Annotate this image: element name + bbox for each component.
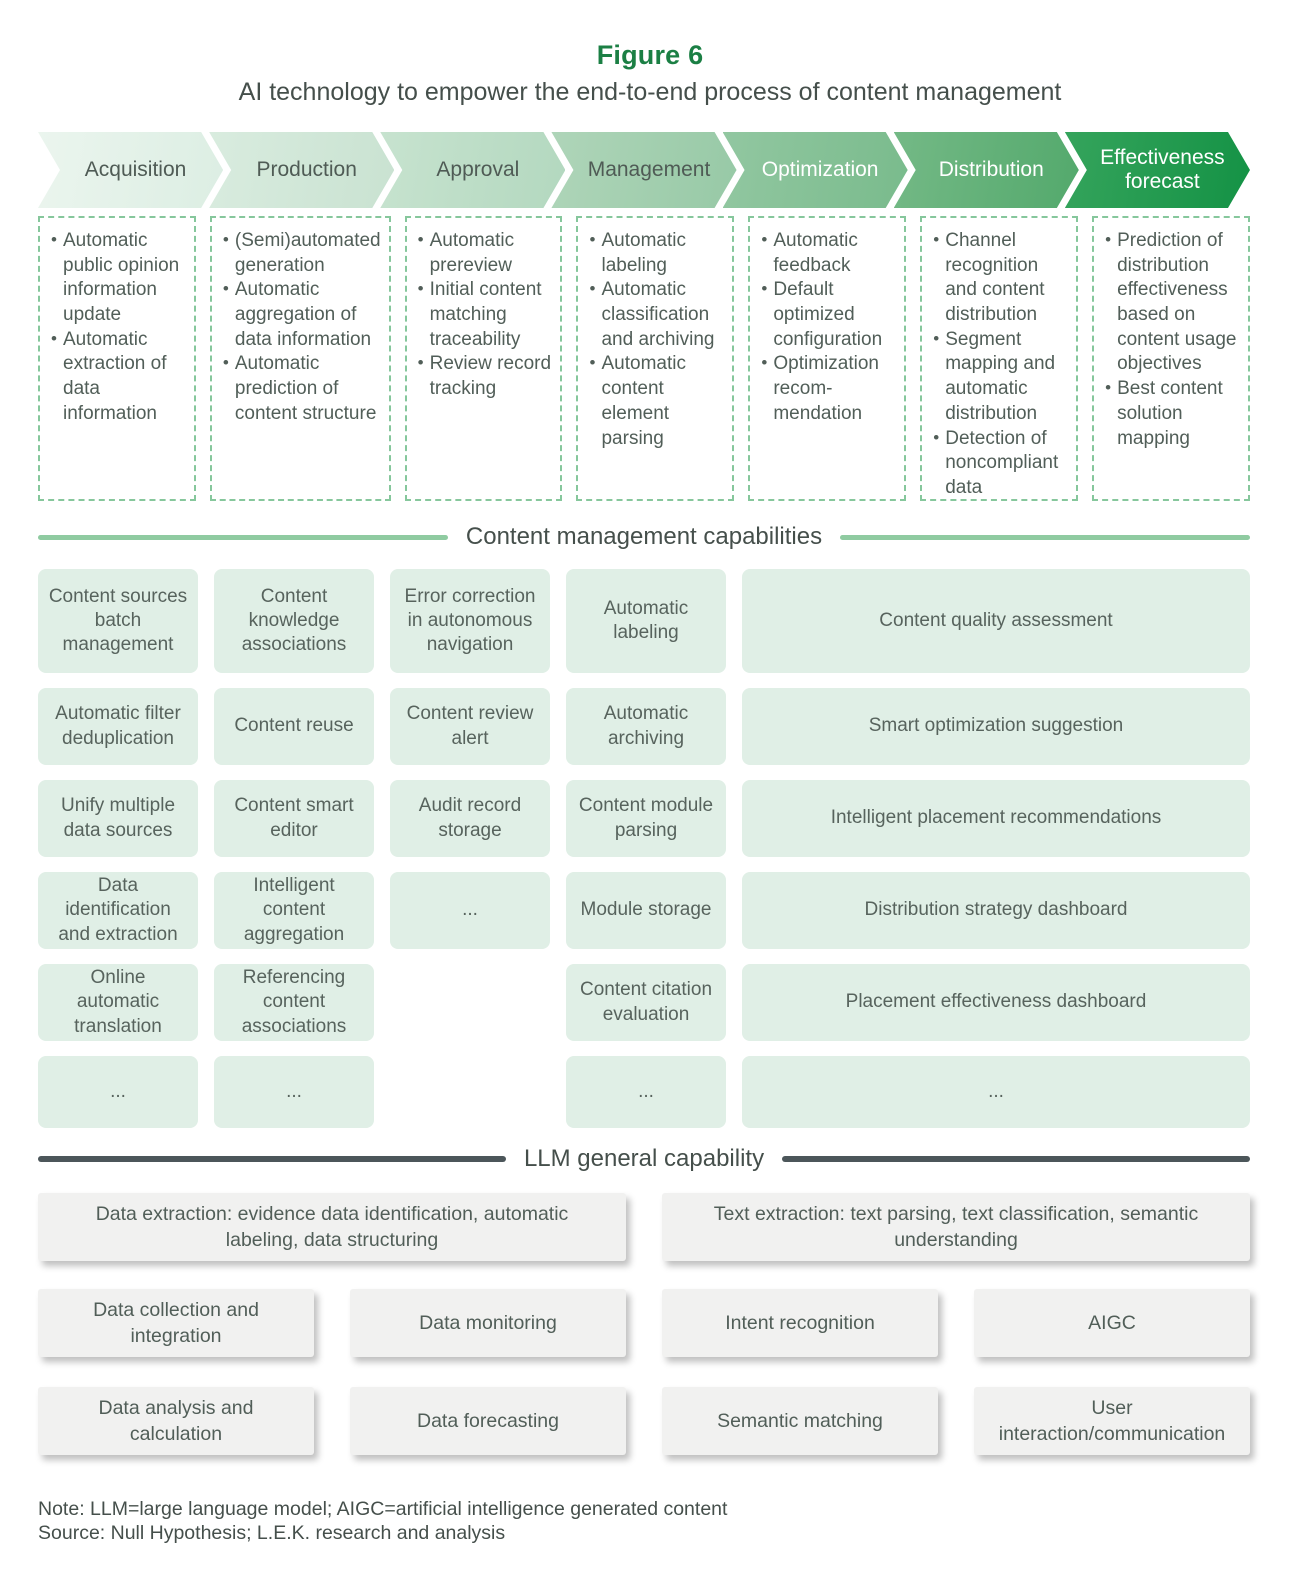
stage-detail-approval: Automatic prereview Initial content matc… bbox=[404, 216, 563, 501]
footer-source: Source: Null Hypothesis; L.E.K. research… bbox=[38, 1522, 506, 1545]
capability-cell: Automatic labeling bbox=[566, 569, 726, 673]
capability-cell-empty bbox=[390, 964, 550, 1041]
stage-detail-production: (Semi)automated generation Automatic agg… bbox=[209, 216, 391, 501]
llm-box: Intent recognition bbox=[662, 1289, 938, 1357]
bullet-item: Channel recognition and content distribu… bbox=[932, 229, 1068, 328]
capability-cell: Placement effectiveness dashboard bbox=[742, 964, 1250, 1041]
capability-cell: Intelligent content aggregation bbox=[214, 872, 374, 949]
llm-box: User interaction/communication bbox=[974, 1387, 1250, 1455]
capability-cell: Content quality assessment bbox=[742, 569, 1250, 673]
capability-cell: Online automatic translation bbox=[38, 964, 198, 1041]
divider-line bbox=[38, 534, 448, 540]
llm-box: AIGC bbox=[974, 1289, 1250, 1357]
capability-cell: Intelligent placement recommendations bbox=[742, 780, 1250, 857]
bullet-item: Optimization recom-mendation bbox=[760, 352, 896, 426]
capability-cell: Audit record storage bbox=[390, 780, 550, 857]
bullet-item: Automatic prediction of content structur… bbox=[222, 352, 381, 426]
capability-cell: Data identification and extraction bbox=[38, 872, 198, 949]
capability-cell-ellipsis: ... bbox=[38, 1056, 198, 1128]
capability-cell-ellipsis: ... bbox=[566, 1056, 726, 1128]
figure-title: AI technology to empower the end-to-end … bbox=[238, 78, 1062, 106]
stage-detail-optimization: Automatic feedback Default optimized con… bbox=[748, 216, 907, 501]
stage-chevron-optimization: Optimization bbox=[723, 132, 908, 208]
divider-label: Content management capabilities bbox=[465, 523, 823, 550]
llm-wide-box-data-extraction: Data extraction: evidence data identific… bbox=[38, 1193, 626, 1261]
capability-cell: Distribution strategy dashboard bbox=[742, 872, 1250, 949]
stage-label: Effectiveness forecast bbox=[1100, 146, 1225, 193]
capability-cell-empty bbox=[390, 1056, 550, 1128]
bullet-item: Automatic public opinion information upd… bbox=[50, 229, 186, 328]
footer-note: Note: LLM=large language model; AIGC=art… bbox=[38, 1498, 728, 1520]
stage-chevron-effectiveness-forecast: Effectiveness forecast bbox=[1065, 132, 1250, 208]
bullet-item: Automatic extraction of data information bbox=[50, 328, 186, 427]
bullet-item: Segment mapping and automatic distributi… bbox=[932, 328, 1068, 427]
llm-box: Data analysis and calculation bbox=[38, 1387, 314, 1455]
llm-wide-box-text-extraction: Text extraction: text parsing, text clas… bbox=[662, 1193, 1250, 1261]
bullet-item: Automatic labeling bbox=[588, 229, 724, 278]
llm-box: Data forecasting bbox=[350, 1387, 626, 1455]
bullet-item: Automatic feedback bbox=[760, 229, 896, 278]
capability-cell: Content smart editor bbox=[214, 780, 374, 857]
stage-label: Management bbox=[587, 158, 711, 182]
bullet-item: Best content solution mapping bbox=[1104, 377, 1240, 451]
bullet-item: Review record tracking bbox=[417, 352, 553, 401]
stage-label: Optimization bbox=[761, 158, 879, 182]
divider-line bbox=[38, 1156, 506, 1162]
bullet-item: Automatic prereview bbox=[417, 229, 553, 278]
bullet-item: Detection of noncompliant data bbox=[932, 427, 1068, 501]
stage-detail-row: Automatic public opinion information upd… bbox=[38, 216, 1250, 501]
capability-cell-ellipsis: ... bbox=[742, 1056, 1250, 1128]
capability-cell: Referencing content associations bbox=[214, 964, 374, 1041]
capability-cell: Content sources batch management bbox=[38, 569, 198, 673]
bullet-item: Default optimized configuration bbox=[760, 278, 896, 352]
stage-label: Acquisition bbox=[84, 158, 187, 182]
stage-label: Production bbox=[256, 158, 357, 182]
figure-label: Figure 6 bbox=[596, 40, 704, 70]
llm-wide-row: Data extraction: evidence data identific… bbox=[38, 1193, 1250, 1261]
stage-detail-management: Automatic labeling Automatic classificat… bbox=[576, 216, 735, 501]
stage-chevron-management: Management bbox=[551, 132, 736, 208]
stage-chevron-approval: Approval bbox=[380, 132, 565, 208]
bullet-item: Automatic classification and archiving bbox=[588, 278, 724, 352]
stage-detail-distribution: Channel recognition and content distribu… bbox=[920, 216, 1079, 501]
bullet-item: Automatic aggregation of data informatio… bbox=[222, 278, 381, 352]
capability-cell: Smart optimization suggestion bbox=[742, 688, 1250, 765]
divider-line bbox=[782, 1156, 1251, 1162]
stage-label: Approval bbox=[436, 158, 520, 182]
llm-box: Data monitoring bbox=[350, 1289, 626, 1357]
capability-cell: Content review alert bbox=[390, 688, 550, 765]
stage-detail-acquisition: Automatic public opinion information upd… bbox=[38, 216, 196, 501]
llm-box: Data collection and integration bbox=[38, 1289, 314, 1357]
capability-cell-ellipsis: ... bbox=[214, 1056, 374, 1128]
stage-detail-effectiveness-forecast: Prediction of distribution effectiveness… bbox=[1092, 216, 1250, 501]
capability-cell: Unify multiple data sources bbox=[38, 780, 198, 857]
figure-footer: Note: LLM=large language model; AIGC=art… bbox=[38, 1497, 1250, 1545]
divider-line bbox=[840, 534, 1250, 540]
stage-chevron-production: Production bbox=[209, 132, 394, 208]
capability-grid: Content sources batch management Content… bbox=[38, 569, 1250, 1128]
capability-cell: Content citation evaluation bbox=[566, 964, 726, 1041]
capability-cell: Module storage bbox=[566, 872, 726, 949]
divider-label: LLM general capability bbox=[523, 1145, 765, 1172]
capability-cell: Content reuse bbox=[214, 688, 374, 765]
bullet-item: (Semi)automated generation bbox=[222, 229, 381, 278]
bullet-item: Initial content matching traceability bbox=[417, 278, 553, 352]
capability-cell: Content knowledge associations bbox=[214, 569, 374, 673]
llm-box: Semantic matching bbox=[662, 1387, 938, 1455]
section-divider-content-capabilities: Content management capabilities bbox=[38, 523, 1250, 551]
stage-label: Distribution bbox=[938, 158, 1044, 182]
capability-cell: Content module parsing bbox=[566, 780, 726, 857]
section-divider-llm: LLM general capability bbox=[38, 1145, 1251, 1173]
stage-chevron-acquisition: Acquisition bbox=[38, 132, 223, 208]
figure-header: Figure 6 AI technology to empower the en… bbox=[0, 0, 1300, 107]
capability-cell: Automatic filter deduplication bbox=[38, 688, 198, 765]
capability-cell: Automatic archiving bbox=[566, 688, 726, 765]
capability-cell: Error correction in autonomous navigatio… bbox=[390, 569, 550, 673]
process-flow: Acquisition Production Approval Manageme… bbox=[38, 132, 1250, 208]
bullet-item: Prediction of distribution effectiveness… bbox=[1104, 229, 1240, 377]
bullet-item: Automatic content element parsing bbox=[588, 352, 724, 451]
capability-cell-ellipsis: ... bbox=[390, 872, 550, 949]
llm-grid: Data collection and integration Data mon… bbox=[38, 1289, 1250, 1455]
stage-chevron-distribution: Distribution bbox=[894, 132, 1079, 208]
